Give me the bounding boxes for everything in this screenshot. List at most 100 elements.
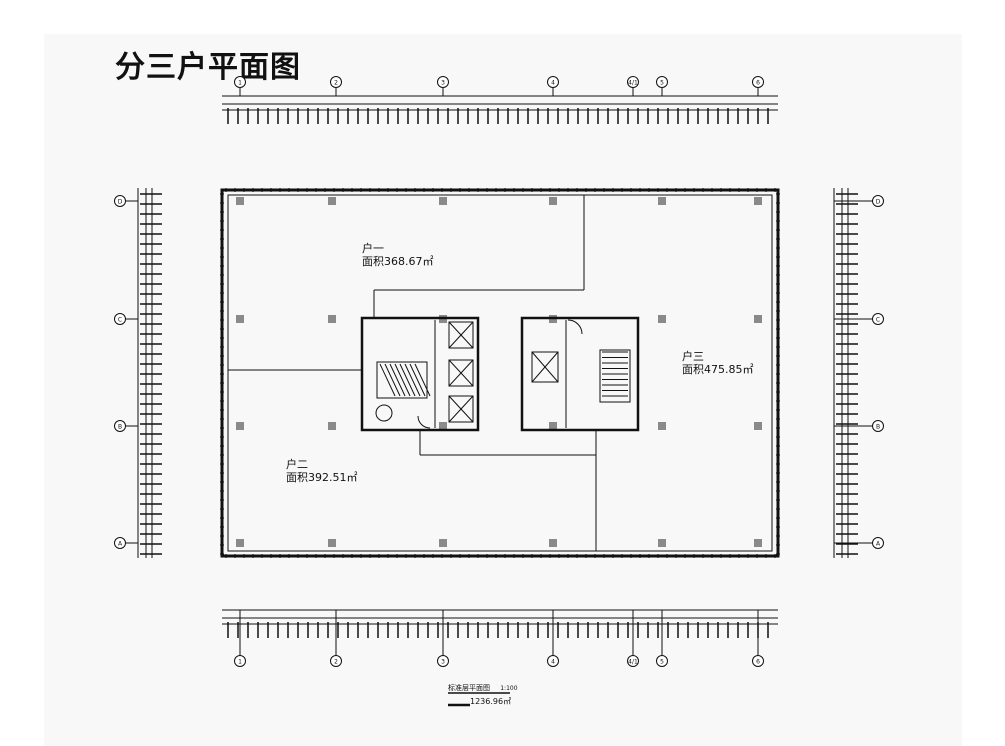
- unit-1-area: 面积368.67㎡: [362, 255, 434, 268]
- door-swing: [567, 319, 583, 335]
- column: [328, 422, 336, 430]
- drawing-scale: 1:100: [500, 685, 518, 692]
- unit-3-area: 面积475.85㎡: [682, 363, 754, 376]
- column: [236, 539, 244, 547]
- drawing-caption: 标准层平面图 1:100: [448, 683, 518, 693]
- core-left: [360, 316, 480, 432]
- column: [549, 422, 557, 430]
- left-dimension-axis-label: C: [118, 317, 122, 324]
- column: [328, 539, 336, 547]
- stair-tread: [394, 363, 411, 397]
- elevator-3: [448, 395, 474, 423]
- top-dimension-axis-bubble: [656, 76, 668, 88]
- right-dimension-axis-bubble: [872, 195, 884, 207]
- column: [754, 539, 762, 547]
- top-dimension-axis-label: 3: [441, 80, 445, 87]
- column: [549, 197, 557, 205]
- stair-left: [376, 361, 428, 399]
- outer-wall: [220, 188, 780, 558]
- bottom-dimension-axis-label: 6: [756, 659, 760, 666]
- bottom-dimension-axis-bubble: [234, 655, 246, 667]
- column: [754, 422, 762, 430]
- elevator-x: [448, 321, 474, 349]
- bottom-dimension-axis-label: 4/1: [628, 659, 638, 666]
- bottom-dimension-axis-bubble: [547, 655, 559, 667]
- left-dimension-axis-bubble: [114, 195, 126, 207]
- top-dimension-axis-label: 6: [756, 80, 760, 87]
- top-dimension-axis-bubble: [627, 76, 639, 88]
- right-dimension-axis-bubble: [872, 537, 884, 549]
- stair-tread: [384, 363, 401, 397]
- column: [658, 197, 666, 205]
- elevator-x: [448, 395, 474, 423]
- right-dimension-axis-label: A: [876, 541, 881, 548]
- bottom-dimension-axis-bubble: [627, 655, 639, 667]
- column: [236, 197, 244, 205]
- bottom-dimension-axis-label: 3: [441, 659, 445, 666]
- total-area: 1236.96㎡: [470, 697, 512, 706]
- column: [658, 315, 666, 323]
- fixture-left: [375, 404, 393, 422]
- bottom-dimension-axis-label: 2: [334, 659, 338, 666]
- top-dimension-axis-bubble: [330, 76, 342, 88]
- top-dimension-axis-bubble: [437, 76, 449, 88]
- unit-3-label: 户三 面积475.85㎡: [682, 350, 754, 376]
- core-right: [520, 316, 640, 432]
- right-dimension-axis-bubble: [872, 420, 884, 432]
- stair-tread: [399, 363, 416, 397]
- column: [439, 422, 447, 430]
- shaft-x: [531, 351, 559, 383]
- stair-tread: [409, 363, 426, 397]
- bottom-dimension-axis-bubble: [330, 655, 342, 667]
- top-dimension-axis-bubble: [547, 76, 559, 88]
- shaft-right: [531, 351, 559, 383]
- left-dimension-axis-label: D: [118, 199, 123, 206]
- right-dimension-axis-bubble: [872, 313, 884, 325]
- right-dimension-axis-label: D: [876, 199, 881, 206]
- stair-tread: [404, 363, 421, 397]
- top-dimension-axis-label: 4: [551, 80, 555, 87]
- page-title: 分三户平面图: [115, 50, 301, 85]
- stair-tread: [389, 363, 406, 397]
- column: [754, 315, 762, 323]
- left-dimension-axis-bubble: [114, 313, 126, 325]
- drawing-sheet: [44, 34, 962, 746]
- left-dimension-axis-bubble: [114, 537, 126, 549]
- top-dimension-axis-label: 1: [238, 80, 242, 87]
- column: [754, 197, 762, 205]
- elevator-2: [448, 359, 474, 387]
- bottom-dimension-axis-bubble: [656, 655, 668, 667]
- top-dimension-axis-label: 4/1: [628, 80, 638, 87]
- unit-2-area: 面积392.51㎡: [286, 471, 358, 484]
- top-dimension-axis-label: 5: [660, 80, 664, 87]
- column: [439, 197, 447, 205]
- stair-tread: [414, 363, 431, 397]
- stair-tread: [379, 363, 396, 397]
- drawing-caption-text: 标准层平面图: [448, 684, 490, 692]
- column: [328, 197, 336, 205]
- elevator-x: [448, 359, 474, 387]
- bottom-dimension-axis-label: 1: [238, 659, 242, 666]
- left-dimension-axis-bubble: [114, 420, 126, 432]
- unit-2-name: 户二: [286, 458, 308, 471]
- bottom-dimension-axis-label: 5: [660, 659, 664, 666]
- bottom-dimension-axis-bubble: [752, 655, 764, 667]
- unit-1-name: 户一: [362, 242, 384, 255]
- unit-1-label: 户一 面积368.67㎡: [362, 242, 434, 268]
- left-dimension-axis-label: A: [118, 541, 123, 548]
- right-dimension-axis-label: C: [876, 317, 880, 324]
- right-dimension-axis-label: B: [876, 424, 880, 431]
- top-dimension-axis-label: 2: [334, 80, 338, 87]
- column: [439, 539, 447, 547]
- column: [549, 539, 557, 547]
- top-dimension-axis-bubble: [234, 76, 246, 88]
- left-dimension-axis-label: B: [118, 424, 122, 431]
- unit-2-label: 户二 面积392.51㎡: [286, 458, 358, 484]
- column: [236, 422, 244, 430]
- column: [658, 422, 666, 430]
- inner-wall: [227, 194, 773, 552]
- bottom-dimension-axis-bubble: [437, 655, 449, 667]
- column: [658, 539, 666, 547]
- column: [328, 315, 336, 323]
